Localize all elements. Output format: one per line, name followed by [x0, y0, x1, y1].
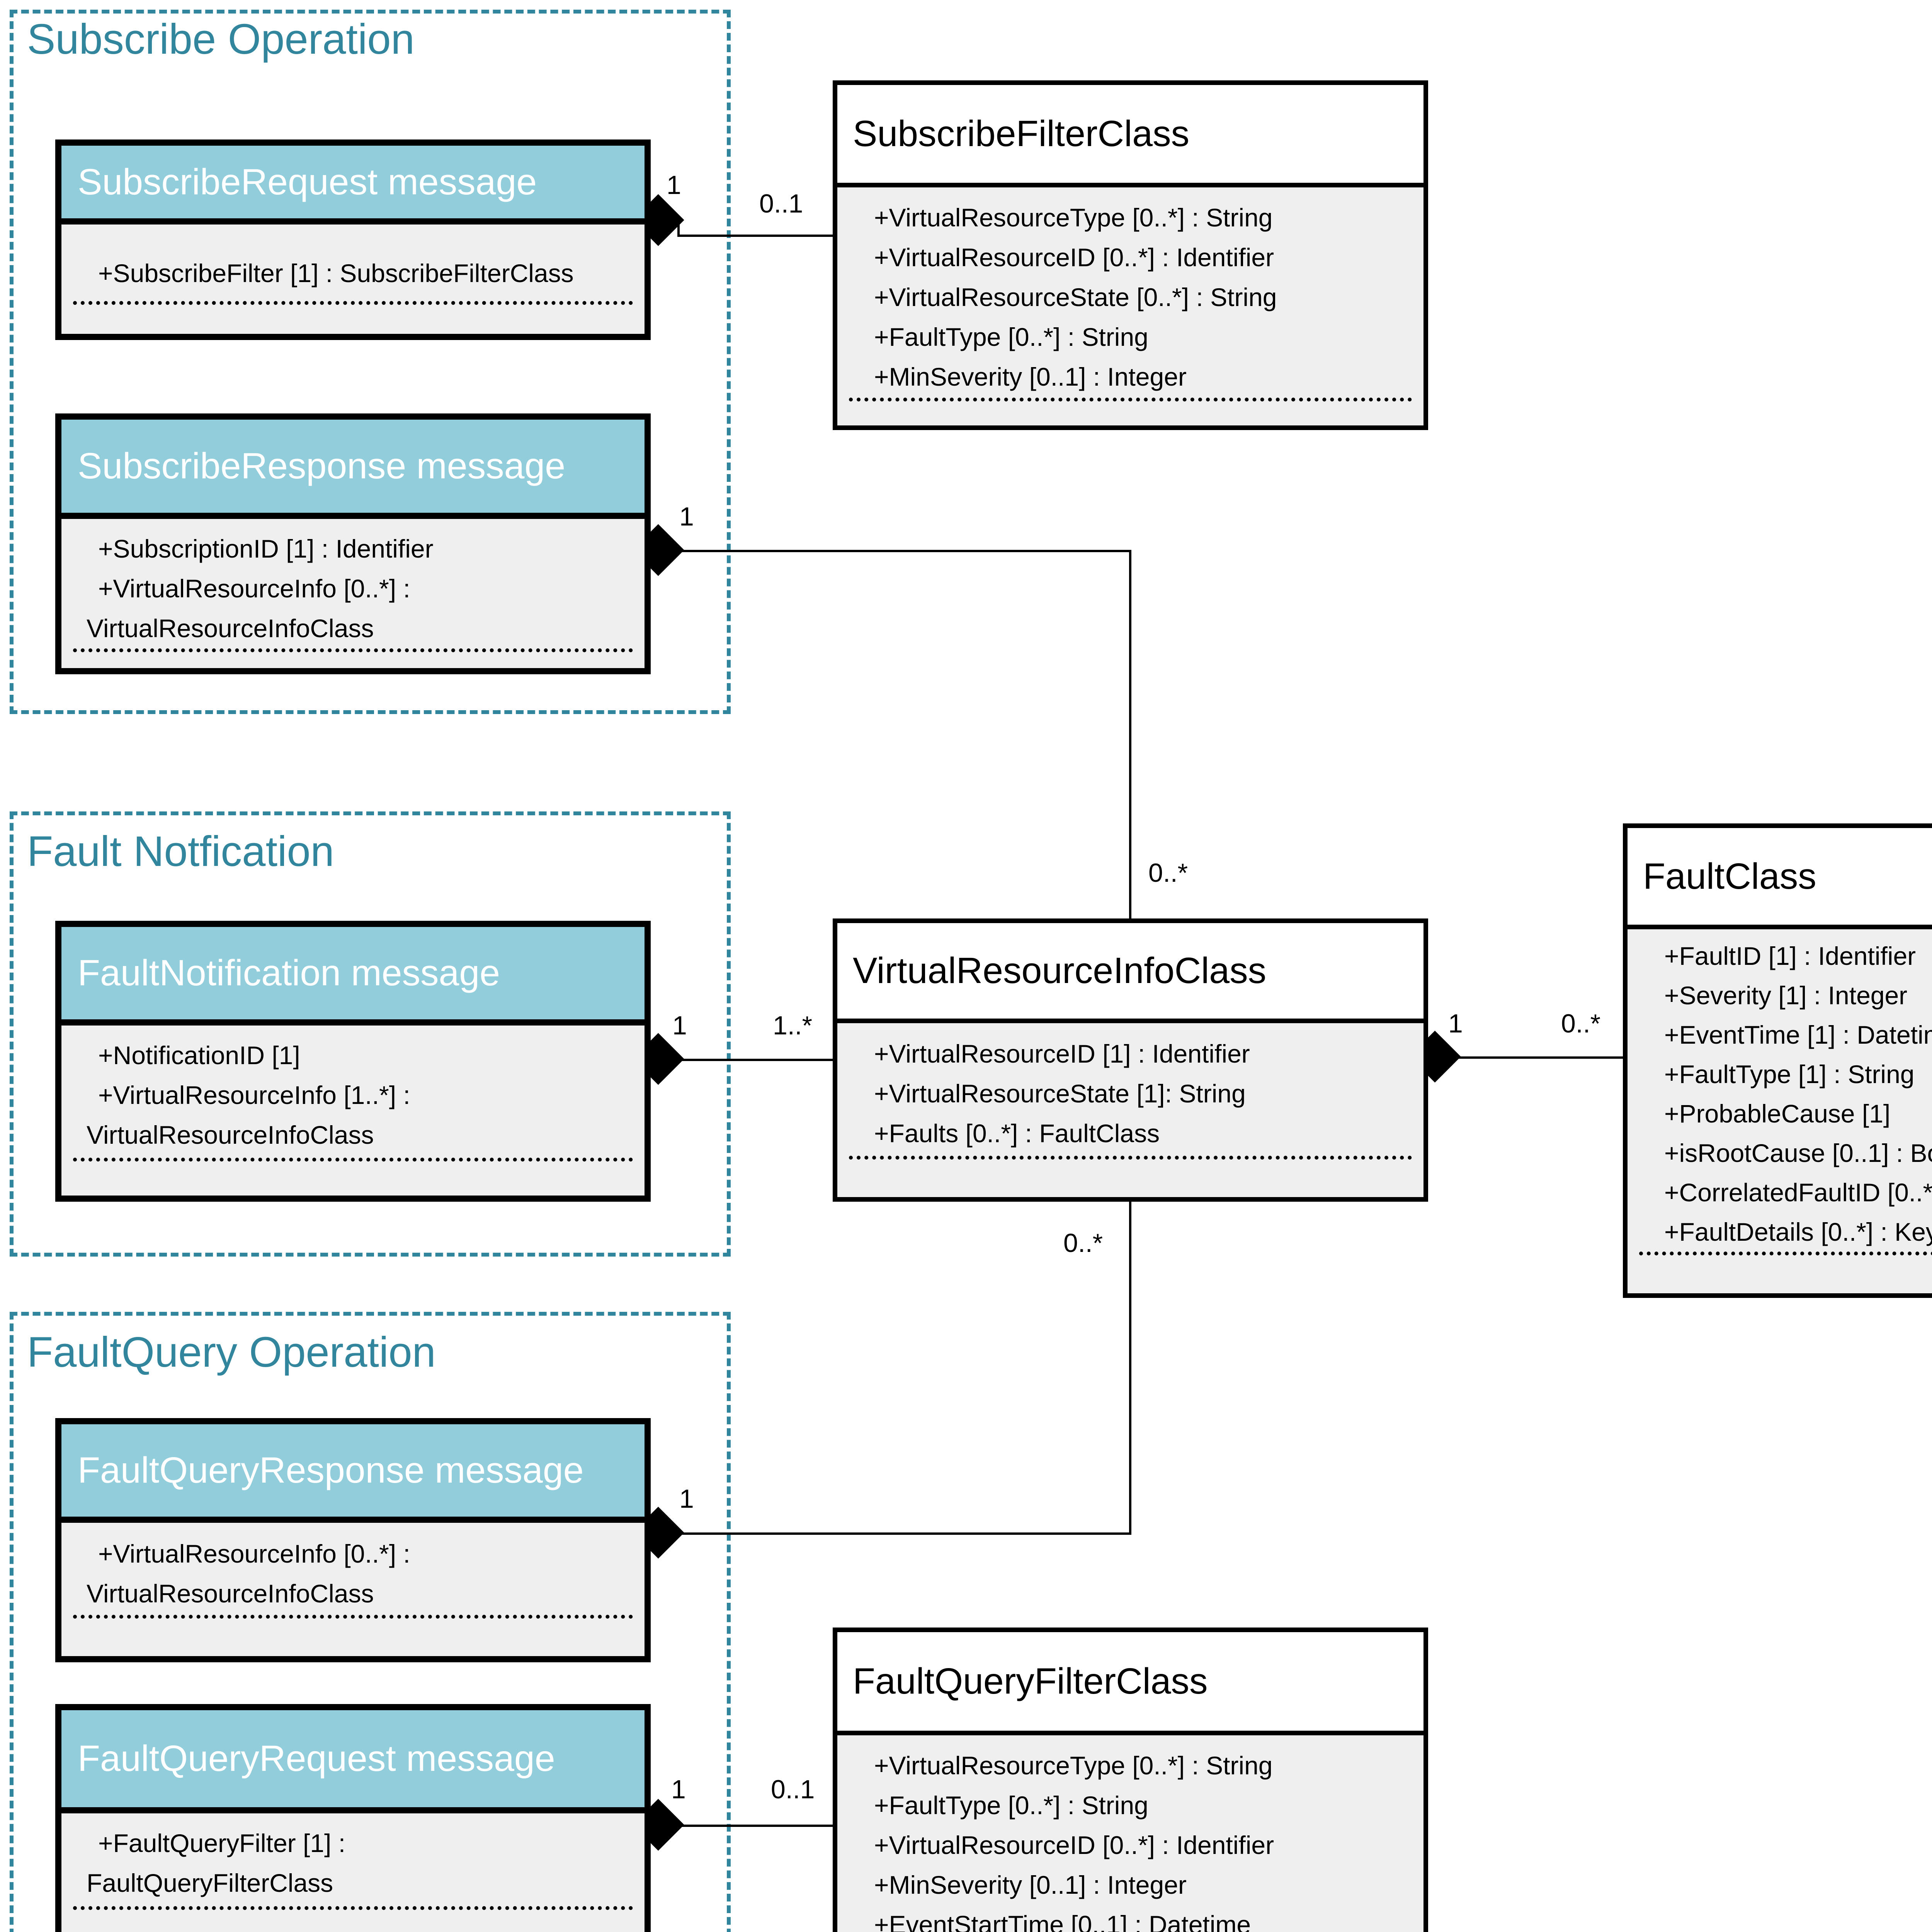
class-header: FaultClass: [1628, 828, 1932, 929]
group-title-subscribe-operation: Subscribe Operation: [27, 15, 415, 63]
multiplicity-label: 0..*: [1063, 1228, 1103, 1258]
relation-line: [677, 235, 833, 237]
attribute-line: +VirtualResourceType [0..*] : String: [874, 203, 1273, 232]
attribute-separator: [849, 1156, 1412, 1160]
group-title-fault-notification: Fault Notfication: [27, 828, 334, 875]
message-header: FaultQueryResponse message: [61, 1424, 645, 1523]
attribute-line: +VirtualResourceState [0..*] : String: [874, 283, 1277, 311]
attribute-line: +NotificationID [1]: [98, 1041, 300, 1070]
class-box-subscribefilterclass: SubscribeFilterClass +VirtualResourceTyp…: [833, 80, 1428, 430]
message-title: SubscribeRequest message: [78, 161, 537, 202]
class-title: FaultClass: [1643, 855, 1816, 897]
message-header: SubscribeResponse message: [61, 420, 645, 519]
attribute-line: VirtualResourceInfoClass: [87, 614, 374, 643]
relation-line: [1449, 1056, 1623, 1059]
message-header: FaultNotification message: [61, 927, 645, 1026]
attribute-line: +FaultType [1] : String: [1664, 1060, 1915, 1088]
attribute-line: +EventTime [1] : Datetime: [1664, 1020, 1932, 1049]
attribute-line: +VirtualResourceInfo [0..*] :: [98, 574, 410, 603]
group-subscribe-operation: [10, 10, 731, 714]
group-faultquery-operation: [10, 1312, 731, 1932]
attribute-line: +FaultType [0..*] : String: [874, 1791, 1148, 1820]
attribute-line: VirtualResourceInfoClass: [87, 1579, 374, 1608]
attribute-line: +VirtualResourceState [1]: String: [874, 1079, 1246, 1108]
class-title: VirtualResourceInfoClass: [853, 950, 1267, 991]
attribute-line: FaultQueryFilterClass: [87, 1869, 333, 1897]
class-box-faultqueryfilterclass: FaultQueryFilterClass +VirtualResourceTy…: [833, 1628, 1428, 1932]
attribute-line: +CorrelatedFaultID [0..*] : Identifier: [1664, 1178, 1932, 1207]
multiplicity-label: 0..*: [1148, 858, 1188, 888]
attribute-separator: [73, 301, 633, 305]
class-title: FaultQueryFilterClass: [853, 1661, 1208, 1702]
attribute-line: +FaultDetails [0..*] : Key-Value pairs: [1664, 1218, 1932, 1246]
message-title: FaultNotification message: [78, 952, 500, 993]
attribute-line: +FaultType [0..*] : String: [874, 323, 1148, 351]
multiplicity-label: 1: [672, 1011, 687, 1040]
attribute-separator: [73, 648, 633, 652]
class-title: SubscribeFilterClass: [853, 113, 1190, 154]
attribute-line: +ProbableCause [1]: [1664, 1099, 1891, 1128]
attribute-line: +VirtualResourceID [1] : Identifier: [874, 1039, 1250, 1068]
relation-line: [1129, 550, 1131, 918]
attribute-line: +isRootCause [0..1] : Boolean: [1664, 1139, 1932, 1167]
attribute-line: +Faults [0..*] : FaultClass: [874, 1119, 1160, 1148]
message-title: SubscribeResponse message: [78, 446, 566, 486]
attribute-line: +VirtualResourceID [0..*] : Identifier: [874, 1831, 1274, 1859]
message-title: FaultQueryResponse message: [78, 1450, 584, 1491]
multiplicity-label: 0..1: [759, 189, 803, 218]
attribute-line: +FaultID [1] : Identifier: [1664, 942, 1916, 970]
multiplicity-label: 0..*: [1561, 1009, 1601, 1038]
relation-line: [674, 550, 1131, 552]
multiplicity-label: 1: [679, 502, 694, 531]
multiplicity-label: 1: [1448, 1009, 1463, 1038]
multiplicity-label: 1..*: [773, 1011, 813, 1040]
class-header: VirtualResourceInfoClass: [837, 923, 1423, 1023]
multiplicity-label: 0..1: [771, 1775, 815, 1804]
attribute-line: +VirtualResourceID [0..*] : Identifier: [874, 243, 1274, 272]
attribute-line: +SubscribeFilter [1] : SubscribeFilterCl…: [98, 259, 574, 287]
message-box-subscriberesponse: SubscribeResponse message +SubscriptionI…: [55, 413, 651, 674]
relation-line: [674, 1532, 1131, 1535]
group-title-faultquery-operation: FaultQuery Operation: [27, 1328, 436, 1376]
group-fault-notification: [10, 811, 731, 1257]
attribute-separator: [1639, 1252, 1932, 1255]
class-box-virtualresourceinfoclass: VirtualResourceInfoClass +VirtualResourc…: [833, 918, 1428, 1202]
message-box-faultqueryrequest: FaultQueryRequest message +FaultQueryFil…: [55, 1704, 651, 1932]
attribute-separator: [849, 398, 1412, 401]
attribute-line: +SubscriptionID [1] : Identifier: [98, 534, 434, 563]
multiplicity-label: 1: [679, 1484, 694, 1514]
message-title: FaultQueryRequest message: [78, 1738, 555, 1779]
attribute-line: +VirtualResourceInfo [0..*] :: [98, 1539, 410, 1568]
attribute-line: +VirtualResourceInfo [1..*] :: [98, 1081, 410, 1109]
message-header: FaultQueryRequest message: [61, 1710, 645, 1813]
attribute-line: VirtualResourceInfoClass: [87, 1121, 374, 1149]
attribute-line: +EventStartTime [0..1] : Datetime: [874, 1910, 1251, 1932]
relation-line: [674, 1059, 833, 1061]
attribute-line: +VirtualResourceType [0..*] : String: [874, 1751, 1273, 1780]
multiplicity-label: 1: [671, 1775, 686, 1804]
attribute-line: +Severity [1] : Integer: [1664, 981, 1908, 1010]
relation-line: [1129, 1202, 1131, 1535]
message-header: SubscribeRequest message: [61, 146, 645, 224]
attribute-separator: [73, 1615, 633, 1619]
message-box-faultnotification: FaultNotification message +NotificationI…: [55, 921, 651, 1202]
attribute-line: +FaultQueryFilter [1] :: [98, 1829, 346, 1857]
relation-line: [674, 1825, 833, 1827]
class-header: FaultQueryFilterClass: [837, 1632, 1423, 1735]
attribute-line: +MinSeverity [0..1] : Integer: [874, 1871, 1187, 1899]
multiplicity-label: 1: [667, 170, 681, 200]
class-header: SubscribeFilterClass: [837, 85, 1423, 187]
message-box-faultqueryresponse: FaultQueryResponse message +VirtualResou…: [55, 1418, 651, 1662]
message-box-subscriberequest: SubscribeRequest message +SubscribeFilte…: [55, 139, 651, 340]
attribute-separator: [73, 1906, 633, 1910]
attribute-separator: [73, 1158, 633, 1162]
class-box-faultclass: FaultClass +FaultID [1] : Identifier +Se…: [1623, 823, 1932, 1298]
relation-line: [677, 220, 680, 237]
attribute-line: +MinSeverity [0..1] : Integer: [874, 362, 1187, 391]
